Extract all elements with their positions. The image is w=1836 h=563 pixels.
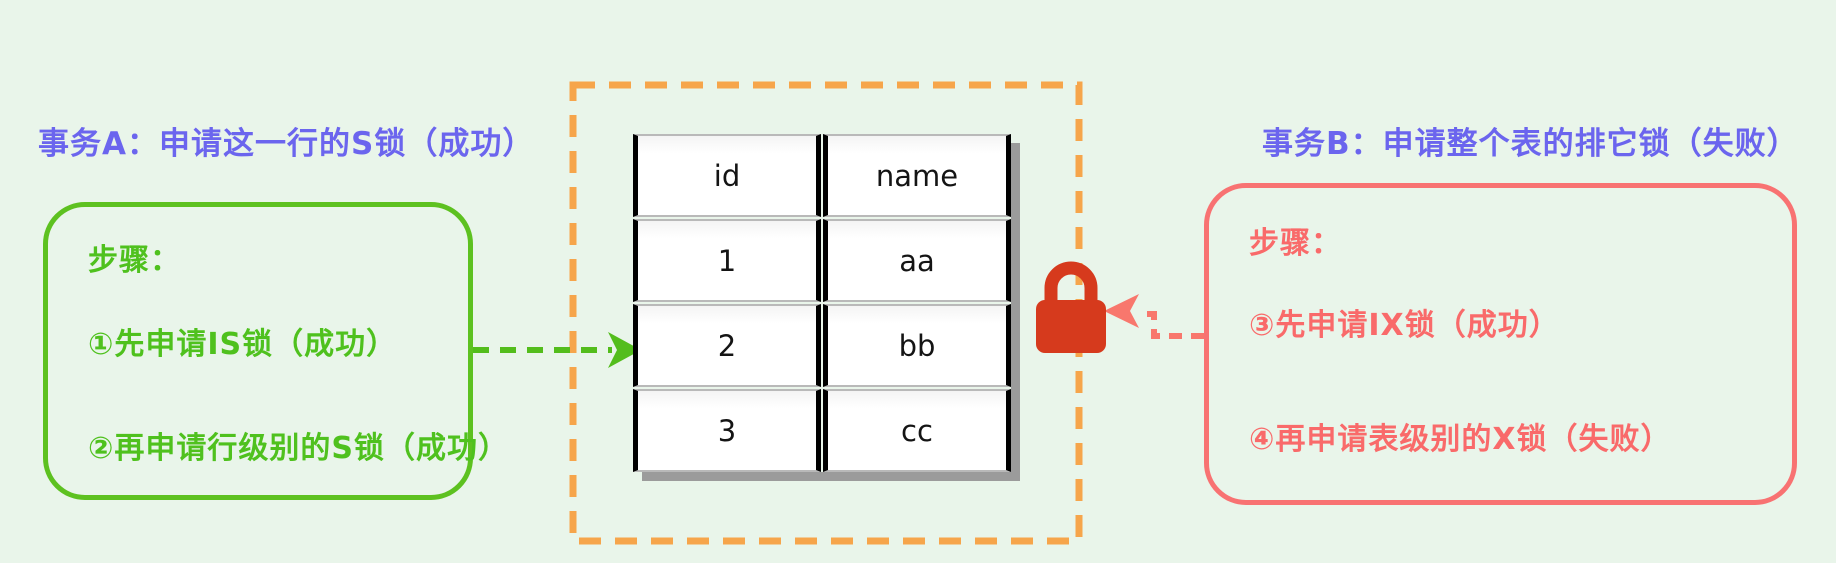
transaction-a-step-1: ①先申请IS锁（成功） — [88, 327, 398, 362]
database-table: id name 1 aa 2 bb 3 cc — [633, 134, 1011, 472]
table-header-name: name — [823, 134, 1011, 217]
red-arrow-head-icon — [1104, 294, 1139, 328]
table-cell-r0-name: aa — [823, 219, 1011, 302]
table-cell-r1-name: bb — [823, 304, 1011, 387]
table-cell-r2-id: 3 — [633, 389, 821, 472]
red-arrow-line — [1142, 311, 1204, 339]
transaction-b-step-1: ③先申请IX锁（成功） — [1249, 308, 1560, 343]
transaction-a-step-2: ②再申请行级别的S锁（成功） — [88, 431, 510, 466]
transaction-b-steps-heading: 步骤： — [1249, 226, 1342, 261]
table-cell-r2-name: cc — [823, 389, 1011, 472]
transaction-a-steps-box: 步骤： ①先申请IS锁（成功） ②再申请行级别的S锁（成功） — [43, 202, 508, 500]
transaction-a-title: 事务A：申请这一行的S锁（成功） — [38, 126, 535, 162]
table-header-id: id — [633, 134, 821, 217]
transaction-b-step-2: ④再申请表级别的X锁（失败） — [1249, 422, 1672, 457]
table-cell-r0-id: 1 — [633, 219, 821, 302]
transaction-b-title: 事务B：申请整个表的排它锁（失败） — [1262, 126, 1799, 162]
transaction-a-steps-heading: 步骤： — [88, 243, 181, 278]
table-cell-r1-id: 2 — [633, 304, 821, 387]
transaction-b-steps-box: 步骤： ③先申请IX锁（成功） ④再申请表级别的X锁（失败） — [1204, 183, 1797, 505]
lock-icon — [1036, 261, 1106, 353]
